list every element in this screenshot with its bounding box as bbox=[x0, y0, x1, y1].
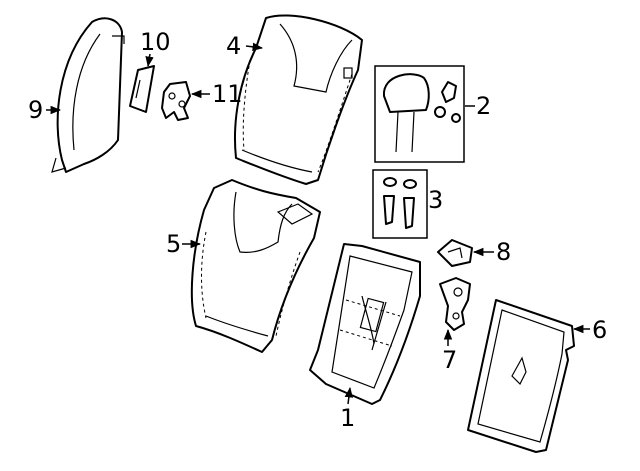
clip bbox=[437, 239, 473, 267]
backrest-pad bbox=[190, 179, 321, 353]
callout-5: 5 bbox=[166, 230, 181, 258]
guides-box bbox=[372, 169, 428, 239]
leader-1 bbox=[344, 386, 353, 405]
headrest bbox=[382, 73, 461, 153]
callout-6: 6 bbox=[592, 316, 607, 344]
leader-4 bbox=[245, 42, 264, 51]
trim-cover bbox=[129, 65, 155, 113]
callout-7: 7 bbox=[442, 346, 457, 374]
callout-10: 10 bbox=[140, 28, 171, 56]
backrest-cover bbox=[233, 14, 363, 185]
seat-back-frame bbox=[309, 243, 421, 405]
callout-11: 11 bbox=[212, 80, 243, 108]
leader-lines bbox=[46, 42, 590, 405]
callout-8: 8 bbox=[496, 238, 511, 266]
bracket bbox=[161, 81, 191, 121]
callout-2: 2 bbox=[476, 92, 491, 120]
headrest-box bbox=[374, 65, 465, 163]
callout-4: 4 bbox=[226, 32, 241, 60]
callout-1: 1 bbox=[340, 404, 355, 432]
callout-3: 3 bbox=[428, 186, 443, 214]
side-bolster-trim bbox=[51, 17, 125, 173]
latch bbox=[439, 277, 471, 331]
callout-9: 9 bbox=[28, 96, 43, 124]
headrest-guides bbox=[383, 177, 417, 229]
callout-labels: 1 2 3 4 5 6 7 8 9 10 11 bbox=[28, 28, 607, 432]
back-panel bbox=[467, 299, 575, 453]
leader-10 bbox=[145, 53, 154, 68]
